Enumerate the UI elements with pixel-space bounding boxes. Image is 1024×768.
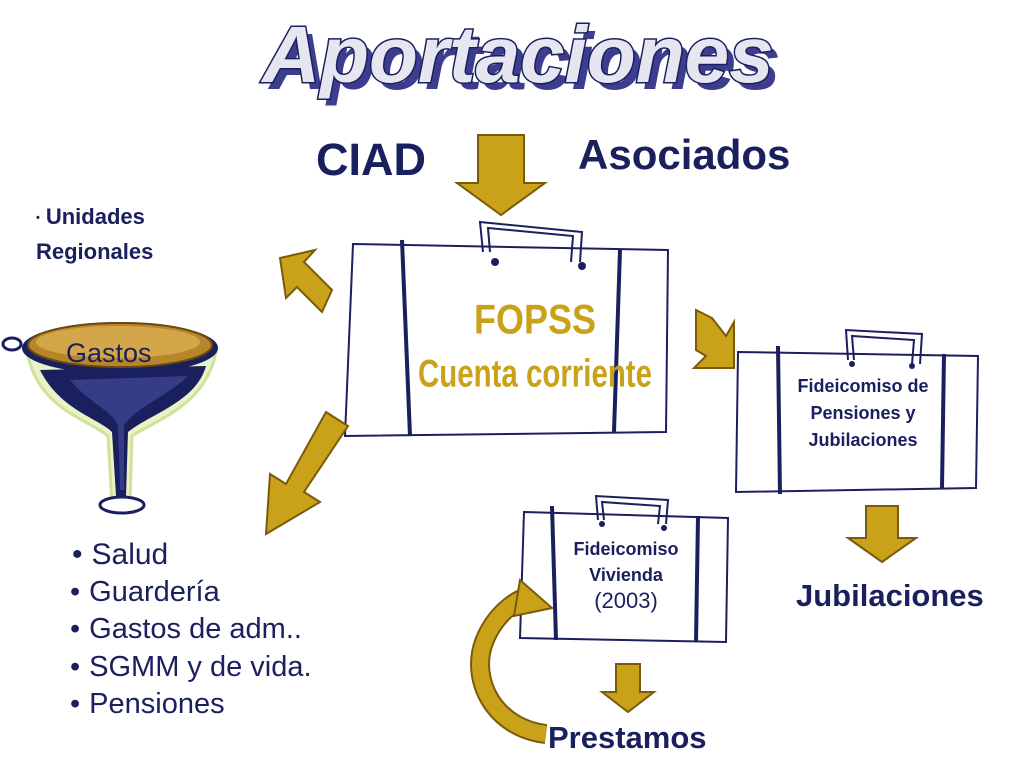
gastos-list: Salud Guardería Gastos de adm.. SGMM y d… [70,536,312,724]
output-prestamos: Prestamos [548,720,707,755]
list-item: Guardería [70,574,312,612]
output-jubilaciones: Jubilaciones [796,578,984,613]
fideicomiso-pensiones-bag [734,328,980,495]
fideicomiso-pensiones-line3: Jubilaciones [808,430,918,450]
fideicomiso-pensiones-caption: Fideicomiso de Pensiones y Jubilaciones [778,373,948,454]
unidades-line2: Regionales [36,238,154,264]
arrow-to-fideicomiso-pensiones [691,308,735,369]
unidades-line1: Unidades [45,204,145,229]
fideicomiso-vivienda-line3: (2003) [594,588,658,613]
list-item: Salud [72,536,312,574]
heading-ciad: CIAD [316,134,426,185]
curved-return-arrow [470,578,555,744]
fideicomiso-vivienda-caption: Fideicomiso Vivienda (2003) [556,536,696,614]
fideicomiso-vivienda-bag [518,494,730,644]
arrow-down-to-jubilaciones [844,505,920,564]
arrow-to-gastos-list [264,410,350,536]
arrow-down-into-fopss [453,134,549,217]
list-item: SGMM y de vida. [70,649,311,687]
fideicomiso-vivienda-line2: Vivienda [589,565,663,585]
list-item: Gastos de adm.. [70,611,312,649]
heading-asociados: Asociados [578,131,791,178]
fideicomiso-pensiones-line1: Fideicomiso de [797,376,929,396]
arrow-down-to-prestamos [599,663,657,714]
list-item: Pensiones [70,686,312,724]
fopss-line1: FOPSS [474,297,596,343]
funnel [1,322,218,515]
arrow-to-unidades [278,248,334,314]
unidades-regionales: •Unidades Regionales [36,200,153,268]
funnel-label: Gastos [66,338,152,368]
fopss-bag [343,220,670,438]
fideicomiso-pensiones-line2: Pensiones y [810,403,916,423]
svg-text:Aportaciones: Aportaciones [260,10,773,99]
svg-text:Aportaciones: Aportaciones [267,17,780,106]
fopss-line2: Cuenta corriente [418,351,652,395]
fideicomiso-vivienda-line1: Fideicomiso [573,539,679,559]
title: Aportaciones Aportaciones [259,9,781,107]
